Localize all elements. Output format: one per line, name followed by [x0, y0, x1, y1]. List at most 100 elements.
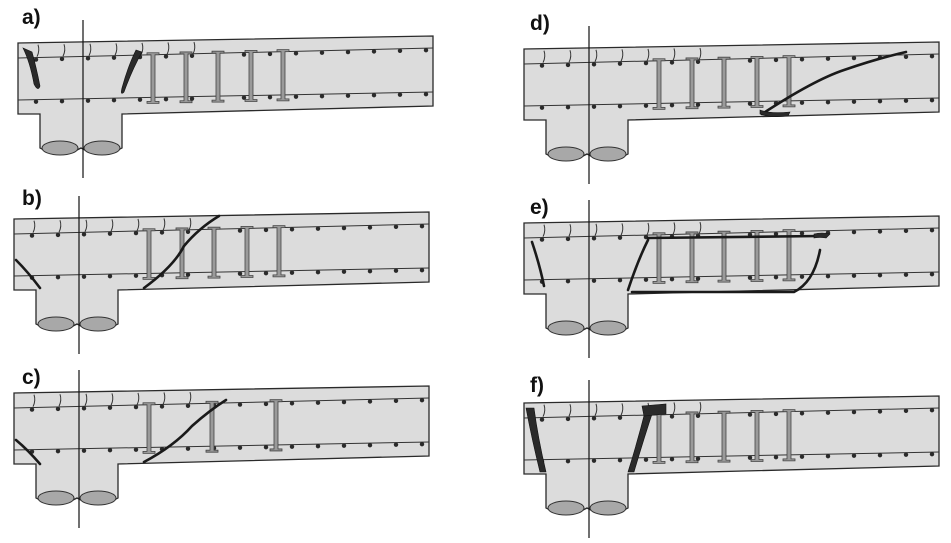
stirrup	[652, 232, 666, 284]
flexural-tick	[620, 403, 624, 416]
rebar-dot	[237, 402, 243, 407]
column-base-left	[547, 146, 585, 162]
flexural-tick	[114, 43, 118, 56]
column-base-right	[589, 500, 627, 516]
flexural-tick	[594, 403, 598, 417]
rebar-dot	[319, 93, 325, 99]
rebar-dot	[237, 445, 243, 450]
rebar-dot	[107, 273, 113, 279]
flexural-tick	[594, 49, 598, 63]
rebar-dot	[539, 417, 545, 422]
rebar-dot	[393, 442, 399, 447]
flexural-tick	[36, 44, 40, 57]
rebar-dot	[185, 446, 191, 451]
rebar-dot	[565, 62, 571, 68]
flexural-tick	[594, 223, 598, 237]
rebar-dot	[315, 269, 321, 275]
stirrup	[240, 225, 254, 278]
rebar-dot	[903, 452, 909, 457]
rebar-dot	[371, 49, 377, 54]
rebar-dot	[929, 53, 935, 59]
rebar-dot	[163, 54, 169, 59]
flexural-tick	[162, 392, 166, 405]
rebar-dot	[643, 103, 649, 108]
flexural-tick	[620, 223, 624, 236]
rebar-dot	[81, 274, 87, 279]
rebar-dot	[315, 443, 321, 449]
rebar-dot	[85, 98, 91, 103]
stirrup	[211, 50, 225, 103]
rebar-dot	[419, 397, 425, 403]
rebar-dot	[367, 268, 373, 274]
rebar-dot	[877, 272, 883, 278]
rebar-dot	[773, 454, 779, 460]
rebar-dot	[133, 447, 139, 452]
flexural-tick	[58, 220, 62, 233]
flexural-tick	[646, 222, 650, 236]
crack	[813, 232, 831, 239]
rebar-dot	[799, 454, 805, 459]
rebar-dot	[617, 415, 623, 420]
rebar-dot	[55, 448, 61, 454]
rebar-dot	[315, 226, 321, 231]
rebar-dot	[617, 277, 623, 283]
rebar-dot	[263, 227, 269, 233]
column-base-right	[589, 146, 627, 162]
rebar-dot	[423, 47, 429, 53]
rebar-dot	[825, 56, 831, 61]
rebar-dot	[747, 455, 753, 460]
rebar-dot	[929, 451, 935, 457]
column-base-left	[547, 500, 585, 516]
flexural-tick	[698, 401, 702, 415]
rebar-dot	[669, 102, 675, 108]
stirrup	[205, 400, 219, 453]
rebar-dot	[903, 272, 909, 277]
rebar-dot	[319, 50, 325, 55]
rebar-dot	[617, 61, 623, 66]
rebar-dot	[539, 237, 545, 242]
rebar-dot	[29, 233, 35, 238]
crack	[626, 238, 650, 292]
rebar-dot	[289, 227, 295, 232]
panel-label: b)	[22, 187, 42, 210]
rebar-dot	[419, 267, 425, 273]
flexural-tick	[88, 43, 92, 57]
stirrup	[782, 409, 796, 462]
flexural-tick	[58, 394, 62, 407]
column-base-left	[41, 140, 79, 156]
flexural-tick	[542, 404, 546, 417]
flexural-tick	[568, 404, 572, 417]
stirrup	[272, 225, 286, 278]
flexural-tick	[32, 220, 36, 233]
crack	[525, 407, 547, 473]
crack	[630, 248, 822, 294]
rebar-dot	[643, 277, 649, 282]
flexural-tick	[568, 224, 572, 237]
stirrup	[142, 402, 156, 454]
panel-b: b)	[13, 187, 430, 354]
flexural-tick	[136, 218, 140, 232]
rebar-dot	[293, 94, 299, 99]
slab-beam	[523, 215, 940, 335]
stirrup	[750, 229, 764, 282]
rebar-dot	[903, 408, 909, 413]
rebar-dot	[137, 97, 143, 102]
crack	[121, 49, 143, 94]
rebar-dot	[263, 444, 269, 450]
rebar-dot	[747, 101, 753, 106]
rebar-dot	[133, 273, 139, 278]
panel-d: d)	[523, 12, 940, 184]
rebar-dot	[877, 409, 883, 414]
rebar-dot	[773, 274, 779, 280]
stirrup	[750, 409, 764, 462]
stirrup	[685, 57, 699, 110]
rebar-dot	[565, 458, 571, 464]
rebar-dot	[419, 223, 425, 229]
rebar-dot	[799, 100, 805, 105]
rebar-dot	[111, 55, 117, 60]
rebar-dot	[669, 60, 675, 65]
rebar-dot	[185, 229, 191, 235]
rebar-dot	[315, 400, 321, 405]
rebar-dot	[345, 93, 351, 98]
rebar-dot	[903, 54, 909, 59]
